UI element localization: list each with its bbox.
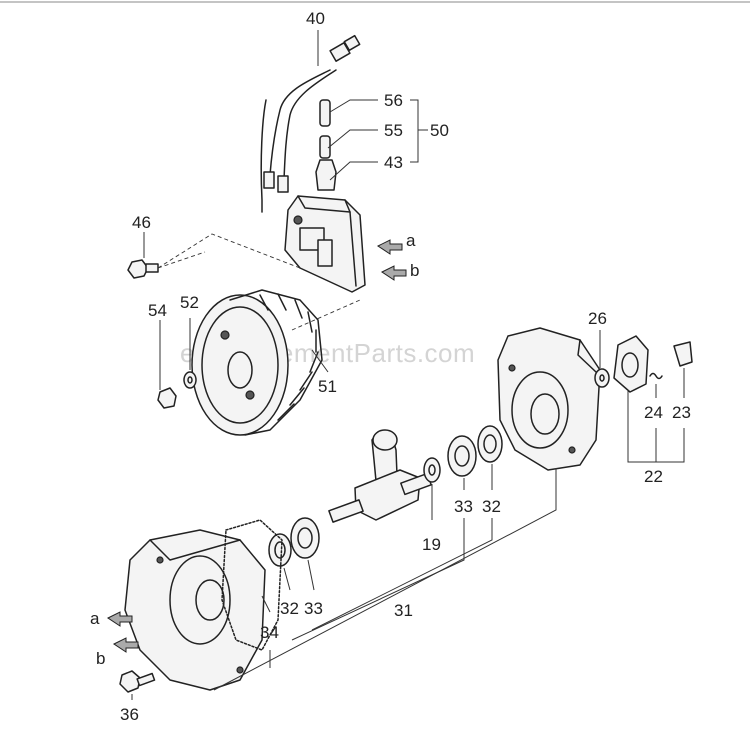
crankcase-right (497, 327, 601, 471)
spring-56 (319, 99, 331, 127)
callout-36: 36 (120, 705, 139, 724)
ignition-coil-43 (284, 195, 366, 293)
cap-boot (315, 159, 337, 191)
callout-52: 52 (180, 293, 199, 312)
callout-19: 19 (422, 535, 441, 554)
callout-54: 54 (148, 301, 167, 320)
pawl-22 (613, 335, 649, 393)
callout-24: 24 (644, 403, 663, 422)
ignition-coil-wire-40 (260, 34, 361, 213)
bearing-33-left (290, 517, 320, 559)
callout-23: 23 (672, 403, 691, 422)
callout-56: 56 (384, 91, 403, 110)
callout-51: 51 (318, 377, 337, 396)
direction-label-a-upper: a (406, 231, 416, 250)
direction-label-b-upper: b (410, 261, 419, 280)
callout-50: 50 (430, 121, 449, 140)
crankshaft (328, 429, 432, 523)
direction-label-a-lower: a (90, 609, 100, 628)
spring-24 (649, 372, 663, 380)
callout-32-right: 32 (482, 497, 501, 516)
seal-32-right (477, 425, 503, 463)
callout-33-left: 33 (304, 599, 323, 618)
washer-52 (183, 371, 197, 389)
seal-19 (423, 457, 441, 483)
arrow-a-lower (107, 611, 133, 627)
flywheel-51 (191, 289, 323, 436)
callout-34: 34 (260, 623, 279, 642)
arrow-a-upper (377, 239, 403, 255)
nut-54 (157, 387, 177, 409)
clip-23 (673, 341, 693, 367)
arrow-b-upper (381, 265, 407, 281)
callout-46: 46 (132, 213, 151, 232)
gasket-34 (221, 519, 283, 651)
bearing-33-right (447, 435, 477, 477)
callout-33-right: 33 (454, 497, 473, 516)
arrow-b-lower (113, 637, 139, 653)
callout-22: 22 (644, 467, 663, 486)
callout-31: 31 (394, 601, 413, 620)
callout-55: 55 (384, 121, 403, 140)
callout-26: 26 (588, 309, 607, 328)
bolt-46 (127, 259, 159, 279)
callout-32-left: 32 (280, 599, 299, 618)
callout-40: 40 (306, 9, 325, 28)
leader-lines (131, 30, 685, 700)
direction-label-b-lower: b (96, 649, 105, 668)
seal-32-left (268, 533, 292, 567)
callout-43: 43 (384, 153, 403, 172)
washer-26 (594, 368, 610, 388)
crankcase-left (124, 529, 266, 691)
screw-36 (119, 670, 156, 693)
